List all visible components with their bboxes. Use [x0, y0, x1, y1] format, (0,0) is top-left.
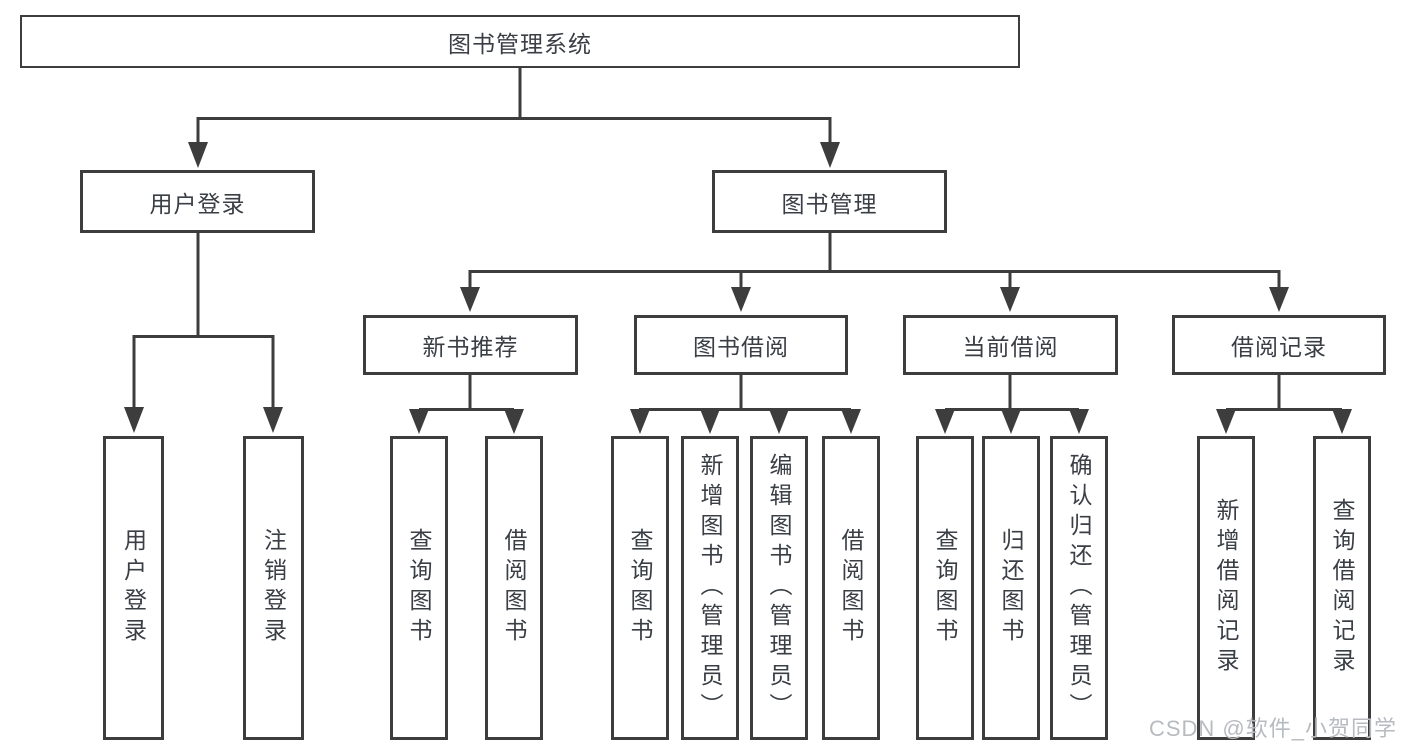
leaf-confirm-return-admin-label: 确认归还（管理员） [1066, 453, 1092, 723]
node-root-label: 图书管理系统 [448, 30, 592, 57]
leaf-return-book-label: 归还图书 [998, 528, 1024, 648]
watermark: CSDN @软件_小贺同学 [1148, 716, 1397, 741]
leaf-logout-login: 注销登录 [243, 436, 304, 740]
leaf-query-borrow-record-label: 查询借阅记录 [1329, 498, 1355, 678]
leaf-query-books-3: 查询图书 [916, 436, 974, 740]
node-new-book-recommend: 新书推荐 [363, 315, 578, 375]
leaf-borrow-books-2: 借阅图书 [822, 436, 880, 740]
node-user-login-label: 用户登录 [149, 190, 246, 217]
leaf-return-book: 归还图书 [982, 436, 1040, 740]
leaf-add-book-admin-label: 新增图书（管理员） [697, 453, 723, 723]
leaf-edit-book-admin: 编辑图书（管理员） [750, 436, 808, 740]
leaf-edit-book-admin-label: 编辑图书（管理员） [766, 453, 792, 723]
node-user-login: 用户登录 [80, 170, 315, 233]
node-book-management: 图书管理 [712, 170, 947, 233]
leaf-borrow-books-1: 借阅图书 [485, 436, 543, 740]
node-book-borrow-label: 图书借阅 [693, 334, 789, 360]
leaf-add-borrow-record-label: 新增借阅记录 [1213, 498, 1239, 678]
node-root: 图书管理系统 [20, 15, 1020, 68]
leaf-query-books-2: 查询图书 [611, 436, 669, 740]
node-book-management-label: 图书管理 [781, 190, 878, 217]
leaf-user-login-label: 用户登录 [120, 528, 147, 648]
leaf-query-books-3-label: 查询图书 [932, 528, 958, 648]
leaf-query-books-1-label: 查询图书 [406, 528, 432, 648]
leaf-logout-login-label: 注销登录 [260, 528, 287, 648]
leaf-query-borrow-record: 查询借阅记录 [1313, 436, 1371, 740]
leaf-confirm-return-admin: 确认归还（管理员） [1050, 436, 1108, 740]
leaf-user-login: 用户登录 [103, 436, 164, 740]
node-new-book-recommend-label: 新书推荐 [422, 334, 519, 360]
leaf-query-books-1: 查询图书 [390, 436, 448, 740]
node-book-borrow: 图书借阅 [634, 315, 848, 375]
leaf-query-books-2-label: 查询图书 [627, 528, 653, 648]
node-current-borrow-label: 当前借阅 [962, 334, 1059, 360]
node-current-borrow: 当前借阅 [903, 315, 1118, 375]
leaf-add-book-admin: 新增图书（管理员） [681, 436, 739, 740]
node-borrow-records-label: 借阅记录 [1231, 334, 1327, 360]
leaf-add-borrow-record: 新增借阅记录 [1197, 436, 1255, 740]
leaf-borrow-books-2-label: 借阅图书 [838, 528, 864, 648]
node-borrow-records: 借阅记录 [1172, 315, 1386, 375]
leaf-borrow-books-1-label: 借阅图书 [501, 528, 527, 648]
